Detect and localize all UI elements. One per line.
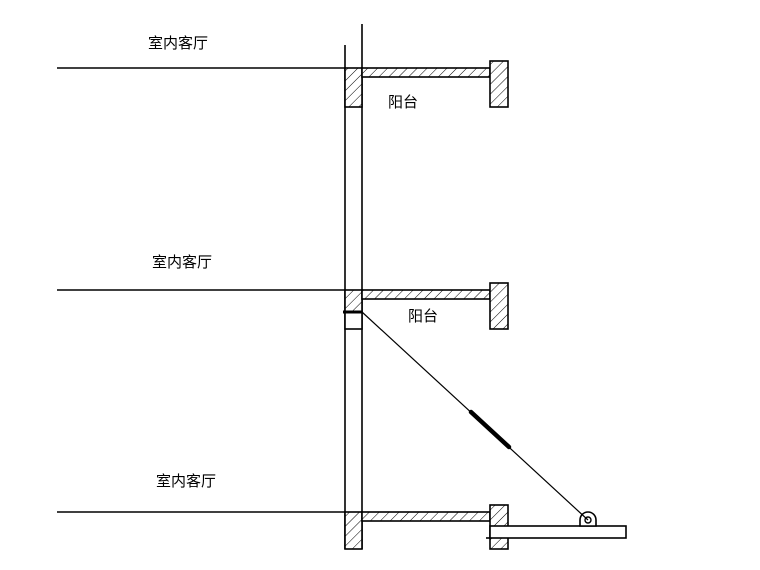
room-label-top: 室内客厅 [148, 34, 209, 52]
room-label-middle: 室内客厅 [152, 253, 213, 271]
room-label-bottom: 室内客厅 [156, 472, 217, 490]
platform-beam [489, 525, 627, 539]
balcony-slab-top [361, 67, 491, 78]
balcony-slab-bottom [361, 511, 491, 522]
slab-opening-middle [344, 311, 363, 330]
balcony-slab-middle [361, 289, 491, 300]
slab-section-bottom [344, 511, 363, 550]
balcony-label-top: 阳台 [388, 93, 419, 111]
turnbuckle [468, 409, 512, 450]
balcony-parapet-middle [489, 282, 509, 330]
balcony-parapet-top [489, 60, 509, 108]
balcony-label-middle: 阳台 [408, 307, 439, 325]
slab-section-middle [344, 289, 363, 313]
slab-section-top [344, 67, 363, 108]
